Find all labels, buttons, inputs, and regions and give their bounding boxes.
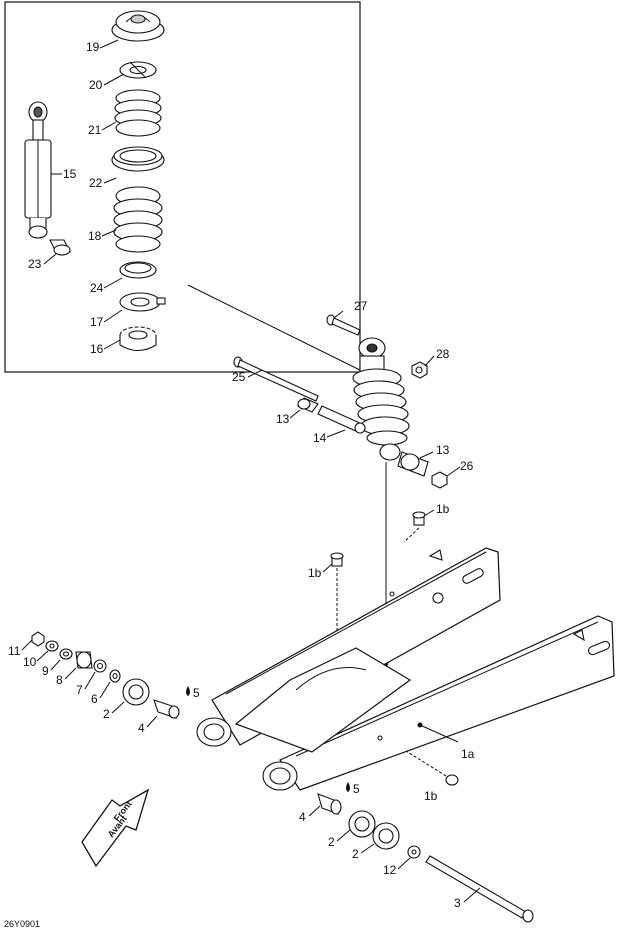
- inset-pointer-line: [187, 284, 373, 377]
- callout-16: 16: [90, 342, 104, 356]
- callout-2-left: 2: [103, 707, 110, 721]
- callout-23: 23: [28, 257, 42, 271]
- callout-10: 10: [23, 655, 37, 669]
- spacer-13-left: [297, 397, 319, 413]
- callout-5-left: 5: [193, 686, 200, 700]
- callout-8: 8: [56, 673, 63, 687]
- bushing-8: [75, 651, 93, 669]
- nut-28: [411, 361, 428, 379]
- washer-9: [59, 648, 73, 660]
- spring-retainer-19: [111, 10, 165, 42]
- callout-2-right-a: 2: [328, 835, 335, 849]
- callout-22: 22: [89, 176, 103, 190]
- callout-1a: 1a: [461, 747, 475, 761]
- nut-11: [31, 631, 45, 647]
- damper-body-15: [24, 101, 52, 239]
- washer-12: [407, 845, 421, 859]
- callout-9: 9: [42, 664, 49, 678]
- grease-drop-5-right: [346, 782, 350, 792]
- bearing-2-right-b: [372, 822, 400, 850]
- bearing-2-left: [122, 678, 150, 706]
- callout-13-right: 13: [436, 443, 450, 457]
- swing-arm-1a-leader: [419, 724, 459, 743]
- callout-19: 19: [86, 40, 100, 54]
- grease-drop-5-left: [186, 686, 190, 696]
- shock-detail-inset: [4, 1, 361, 373]
- leader-lines: [21, 39, 481, 903]
- callout-5-right: 5: [353, 782, 360, 796]
- callout-24: 24: [90, 281, 104, 295]
- callout-18: 18: [88, 229, 102, 243]
- plug-1b-upper-leader: [403, 527, 420, 543]
- figure-id: 26Y0901: [4, 919, 40, 929]
- callout-2-right-b: 2: [352, 847, 359, 861]
- swing-arm-1a: [196, 547, 615, 791]
- spacer-13-right: [397, 451, 429, 477]
- sleeve-4-left: [153, 699, 180, 719]
- plug-1b-middle: [330, 552, 344, 567]
- washer-10: [45, 640, 59, 652]
- plug-1b-lower: [445, 774, 459, 786]
- bolt-25: [233, 356, 319, 402]
- callout-1b-lower: 1b: [424, 789, 438, 803]
- washer-6: [109, 669, 121, 683]
- callout-26: 26: [460, 459, 474, 473]
- callout-7: 7: [76, 683, 83, 697]
- callout-1b-upper: 1b: [436, 502, 450, 516]
- guide-ring-22: [111, 146, 165, 172]
- callout-25: 25: [232, 370, 246, 384]
- bushing-23: [49, 239, 71, 256]
- callout-4-right: 4: [299, 810, 306, 824]
- adjuster-nut-16: [119, 326, 157, 352]
- plug-1b-upper: [412, 511, 426, 526]
- callout-17: 17: [90, 315, 104, 329]
- callout-15: 15: [63, 167, 77, 181]
- front-direction-arrow: Front Avant: [81, 788, 150, 868]
- sleeve-14: [317, 405, 366, 434]
- callout-27: 27: [354, 299, 368, 313]
- callout-1b-middle: 1b: [308, 566, 322, 580]
- installed-shock-assembly: [352, 337, 410, 461]
- callout-numbers: 19 20 21 22 18 24 17 16 15 23 27 25 28 1…: [8, 40, 475, 910]
- callout-20: 20: [89, 78, 103, 92]
- ring-24: [119, 261, 157, 279]
- sleeve-4-right: [317, 793, 342, 815]
- bearing-2-right-a: [348, 810, 376, 838]
- washer-7: [93, 659, 107, 673]
- callout-11: 11: [8, 644, 21, 658]
- clip-20: [119, 61, 157, 79]
- callout-6: 6: [91, 692, 98, 706]
- bolt-27: [326, 314, 361, 336]
- callout-4-left: 4: [138, 721, 145, 735]
- nut-26: [431, 471, 448, 489]
- upper-spring-21: [114, 89, 162, 137]
- callout-21: 21: [88, 123, 102, 137]
- callout-3: 3: [454, 896, 461, 910]
- lower-spring-18: [113, 186, 163, 253]
- callout-13-left: 13: [276, 412, 290, 426]
- callout-12: 12: [383, 863, 397, 877]
- callout-28: 28: [436, 347, 450, 361]
- pivot-shaft-3: [425, 855, 534, 923]
- washer-17: [119, 292, 166, 312]
- callout-14: 14: [313, 431, 327, 445]
